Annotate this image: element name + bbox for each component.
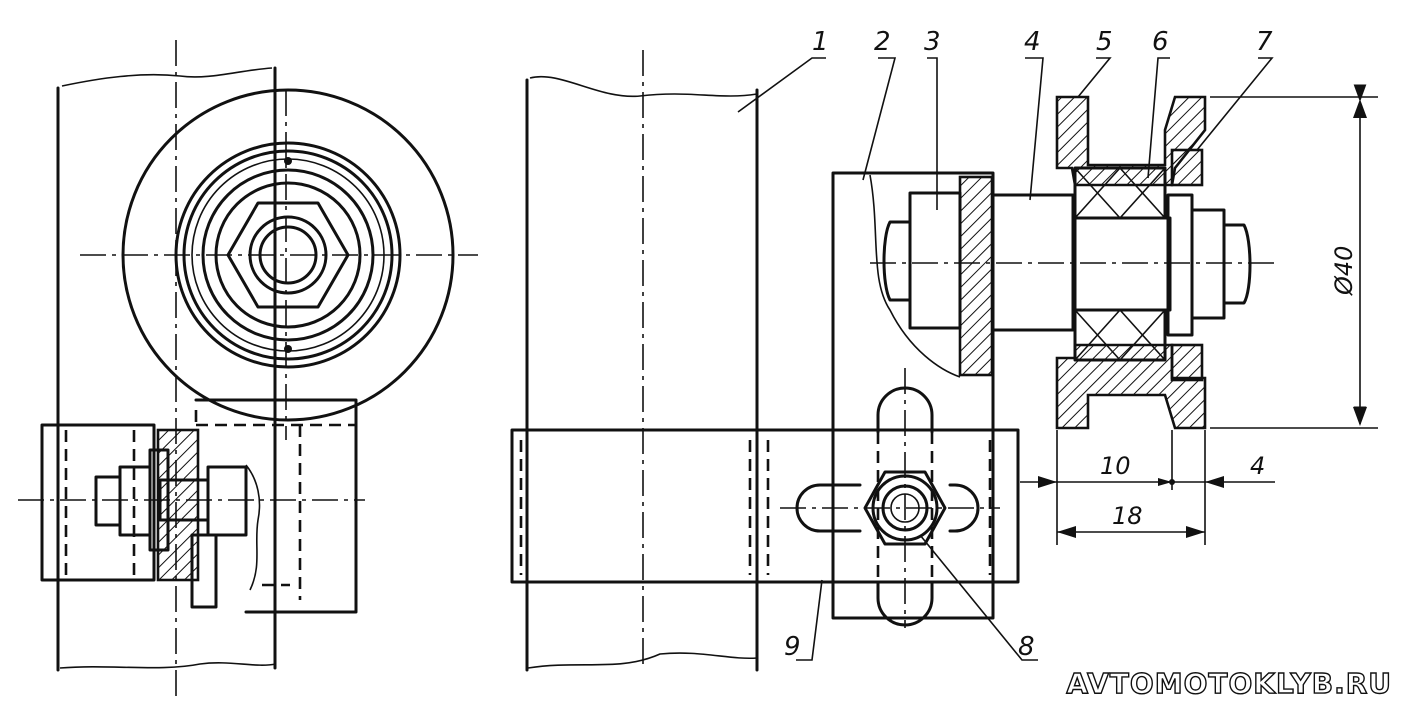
callout-3: 3 <box>924 27 941 57</box>
dim-gap: 4 <box>1250 452 1265 480</box>
right-view <box>510 50 1378 672</box>
callouts: 1 2 3 4 5 6 7 8 9 <box>784 27 1273 662</box>
dim-width-inner: 10 <box>1100 452 1131 480</box>
callout-6: 6 <box>1152 27 1169 57</box>
watermark: AVTOMOTOKLYB.RU <box>1066 666 1392 700</box>
dimension-labels: Ø40 10 4 18 <box>1100 246 1358 530</box>
callout-4: 4 <box>1024 27 1041 57</box>
callout-7: 7 <box>1256 27 1273 57</box>
left-view <box>18 40 478 700</box>
dim-width-total: 18 <box>1112 502 1143 530</box>
callout-8: 8 <box>1018 632 1035 662</box>
callout-9: 9 <box>784 632 801 662</box>
dim-diameter: Ø40 <box>1330 246 1358 296</box>
callout-2: 2 <box>874 27 891 57</box>
callout-5: 5 <box>1096 27 1113 57</box>
callout-1: 1 <box>812 27 829 57</box>
